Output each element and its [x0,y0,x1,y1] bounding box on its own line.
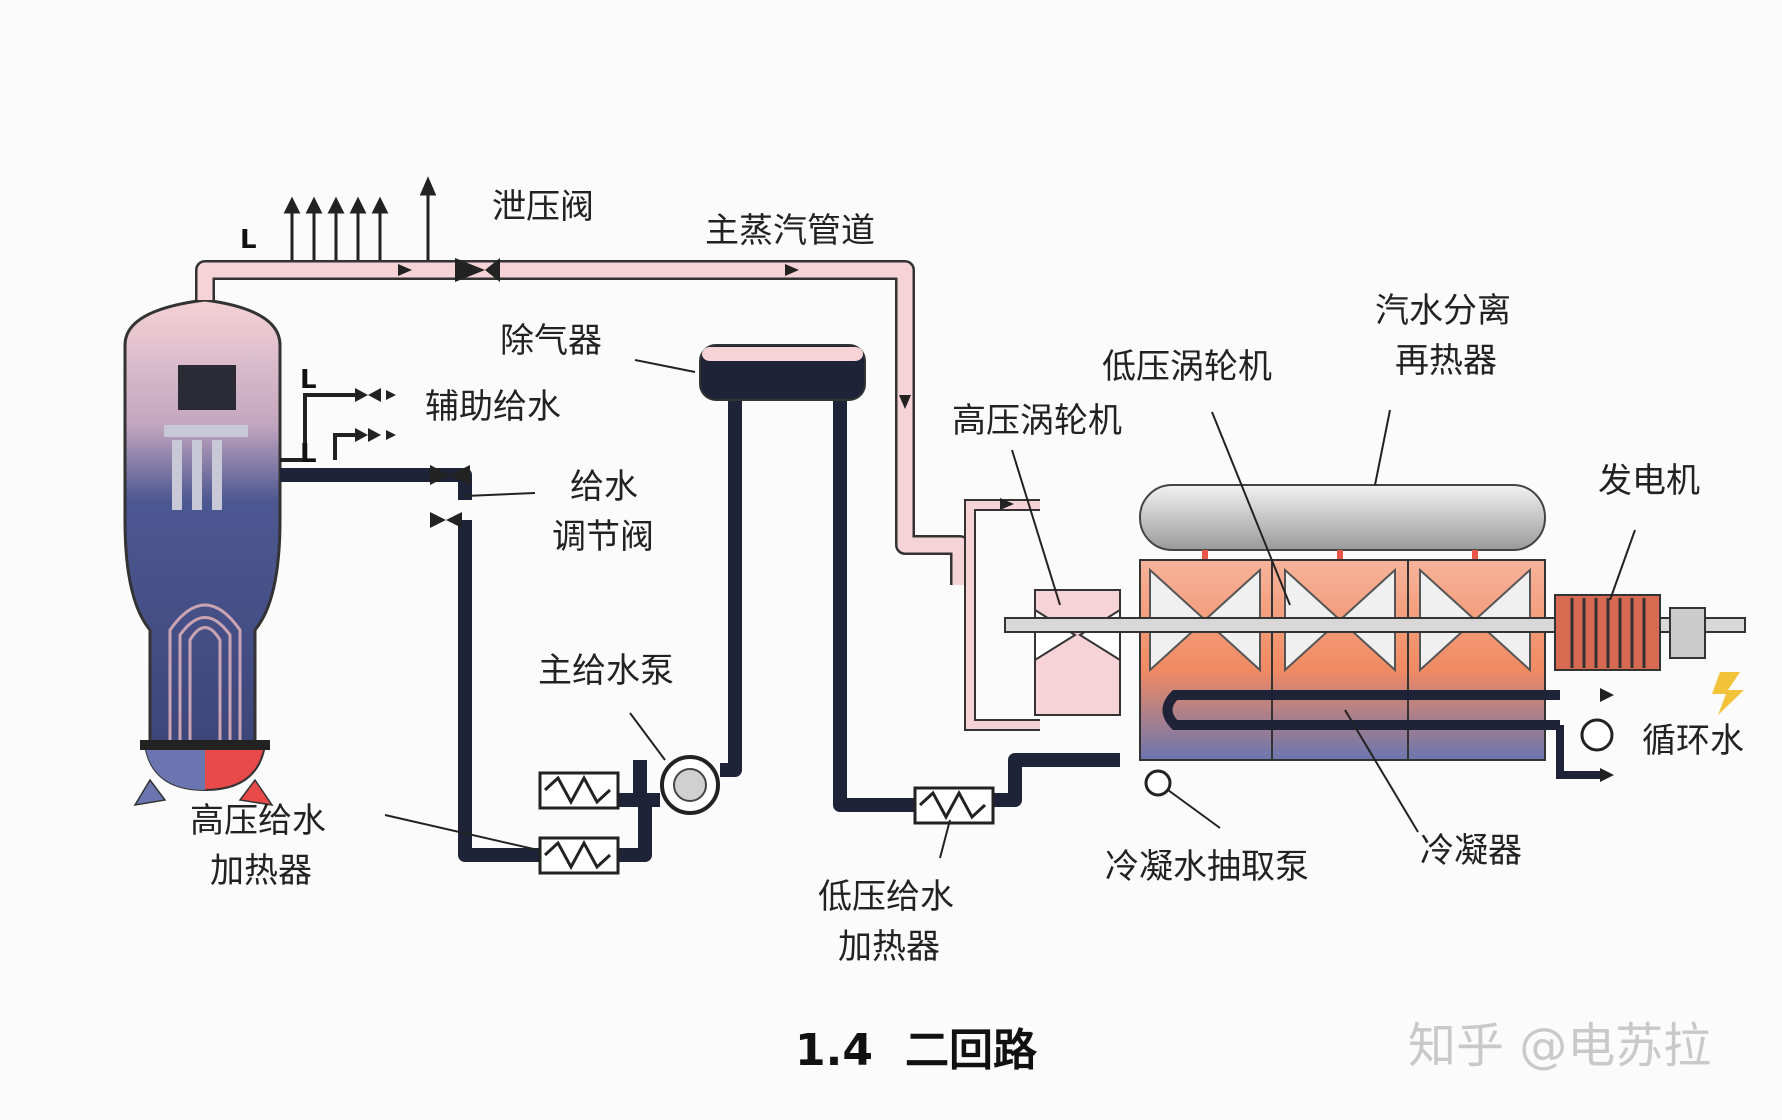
label-main-steam-pipe: 主蒸汽管道 [705,211,875,251]
label-lp-heater: 低压给水 [818,877,954,917]
lp-feedwater-heater [913,786,995,825]
label-moisture-separator: 再热器 [1395,341,1497,381]
hp-turbine [1034,589,1121,716]
aux-feedwater-valves [355,388,396,442]
label-feedwater-reg-valve: 给水 [570,467,638,507]
circulating-water-pump [1580,718,1614,752]
generator [1554,594,1706,671]
label-lp-heater: 加热器 [838,927,940,967]
hp-feedwater-heaters [538,771,620,875]
deaerator-tank [699,344,866,401]
label-moisture-separator: 汽水分离 [1375,291,1511,331]
label-hp-turbine: 高压涡轮机 [952,401,1122,441]
level-mark: L [300,365,317,395]
steam-generator [123,298,282,807]
condensate-pump-icon [1144,769,1172,797]
relief-valve-vents [283,176,437,260]
label-deaerator: 除气器 [500,321,602,361]
relief-valve-icon [455,258,500,282]
level-mark: L [240,225,257,255]
condenser-tubes [1162,690,1560,730]
leader-lines [384,359,1636,859]
feedwater-reg-valve-icon [430,465,470,528]
figure-title: 二回路 [905,1025,1038,1076]
steam-bypass-lines [964,499,1040,731]
circulating-water-arrows [1600,688,1614,782]
steam-flow-arrows [398,264,1014,510]
circulating-water-lines [1556,725,1605,779]
level-mark: L [300,439,317,469]
label-relief-valve: 泄压阀 [492,187,594,227]
label-condenser: 冷凝器 [1420,831,1522,871]
aux-feedwater-lines [280,393,360,462]
label-hp-heater: 加热器 [210,851,312,891]
label-lp-turbine: 低压涡轮机 [1102,347,1272,387]
label-circulating-water: 循环水 [1642,721,1744,761]
label-generator: 发电机 [1598,461,1700,501]
watermark: 知乎 @电苏拉 [1408,1018,1711,1074]
figure-number: 1.4 [795,1025,873,1076]
label-condensate-pump: 冷凝水抽取泵 [1105,847,1309,887]
main-feed-pump-icon [660,755,720,815]
lightning-icon [1712,672,1744,715]
label-feedwater-reg-valve: 调节阀 [552,517,654,557]
label-aux-feedwater: 辅助给水 [425,387,561,427]
label-hp-heater: 高压给水 [190,801,326,841]
label-main-feed-pump: 主给水泵 [538,651,674,691]
